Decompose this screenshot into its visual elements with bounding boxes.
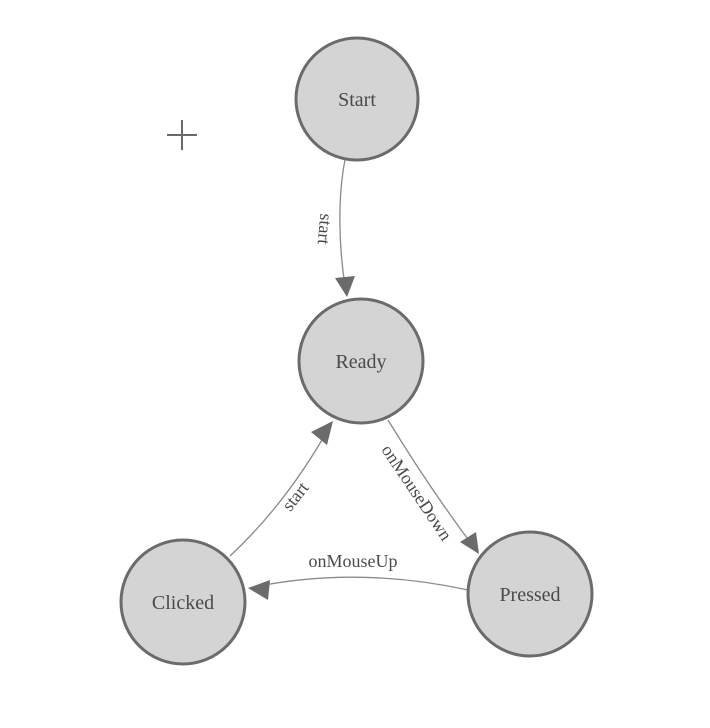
edge-label-start-bottom: start	[278, 478, 313, 515]
edge-clicked-to-ready[interactable]: start	[229, 421, 333, 557]
edge-line[interactable]	[229, 425, 331, 557]
edge-label-onmouseup: onMouseUp	[309, 551, 398, 571]
edge-label-onmousedown: onMouseDown	[378, 441, 457, 544]
node-clicked-circle[interactable]	[119, 538, 247, 666]
node-pressed[interactable]: Pressed	[466, 530, 594, 658]
arrowhead-icon	[311, 421, 333, 445]
node-pressed-label: Pressed	[499, 584, 560, 606]
edge-ready-to-pressed[interactable]: onMouseDown	[378, 419, 479, 554]
edge-line[interactable]	[339, 159, 347, 293]
node-clicked-label: Clicked	[152, 592, 214, 614]
edge-pressed-to-clicked[interactable]: onMouseUp	[248, 551, 469, 600]
node-start-circle[interactable]	[294, 36, 420, 162]
edge-label-start-top: start	[314, 213, 337, 246]
node-ready[interactable]: Ready	[297, 297, 425, 425]
node-start[interactable]: Start	[294, 36, 420, 162]
arrowhead-icon	[335, 276, 355, 297]
node-pressed-circle[interactable]	[466, 530, 594, 658]
node-ready-label: Ready	[335, 351, 386, 373]
edge-line[interactable]	[387, 419, 477, 551]
plus-icon[interactable]	[167, 120, 197, 150]
edge-start-to-ready[interactable]: start	[314, 159, 355, 297]
node-clicked[interactable]: Clicked	[119, 538, 247, 666]
edge-line[interactable]	[253, 576, 469, 591]
arrowhead-icon	[460, 532, 479, 554]
node-start-label: Start	[338, 89, 376, 111]
arrowhead-icon	[248, 580, 270, 600]
node-ready-circle[interactable]	[297, 297, 425, 425]
